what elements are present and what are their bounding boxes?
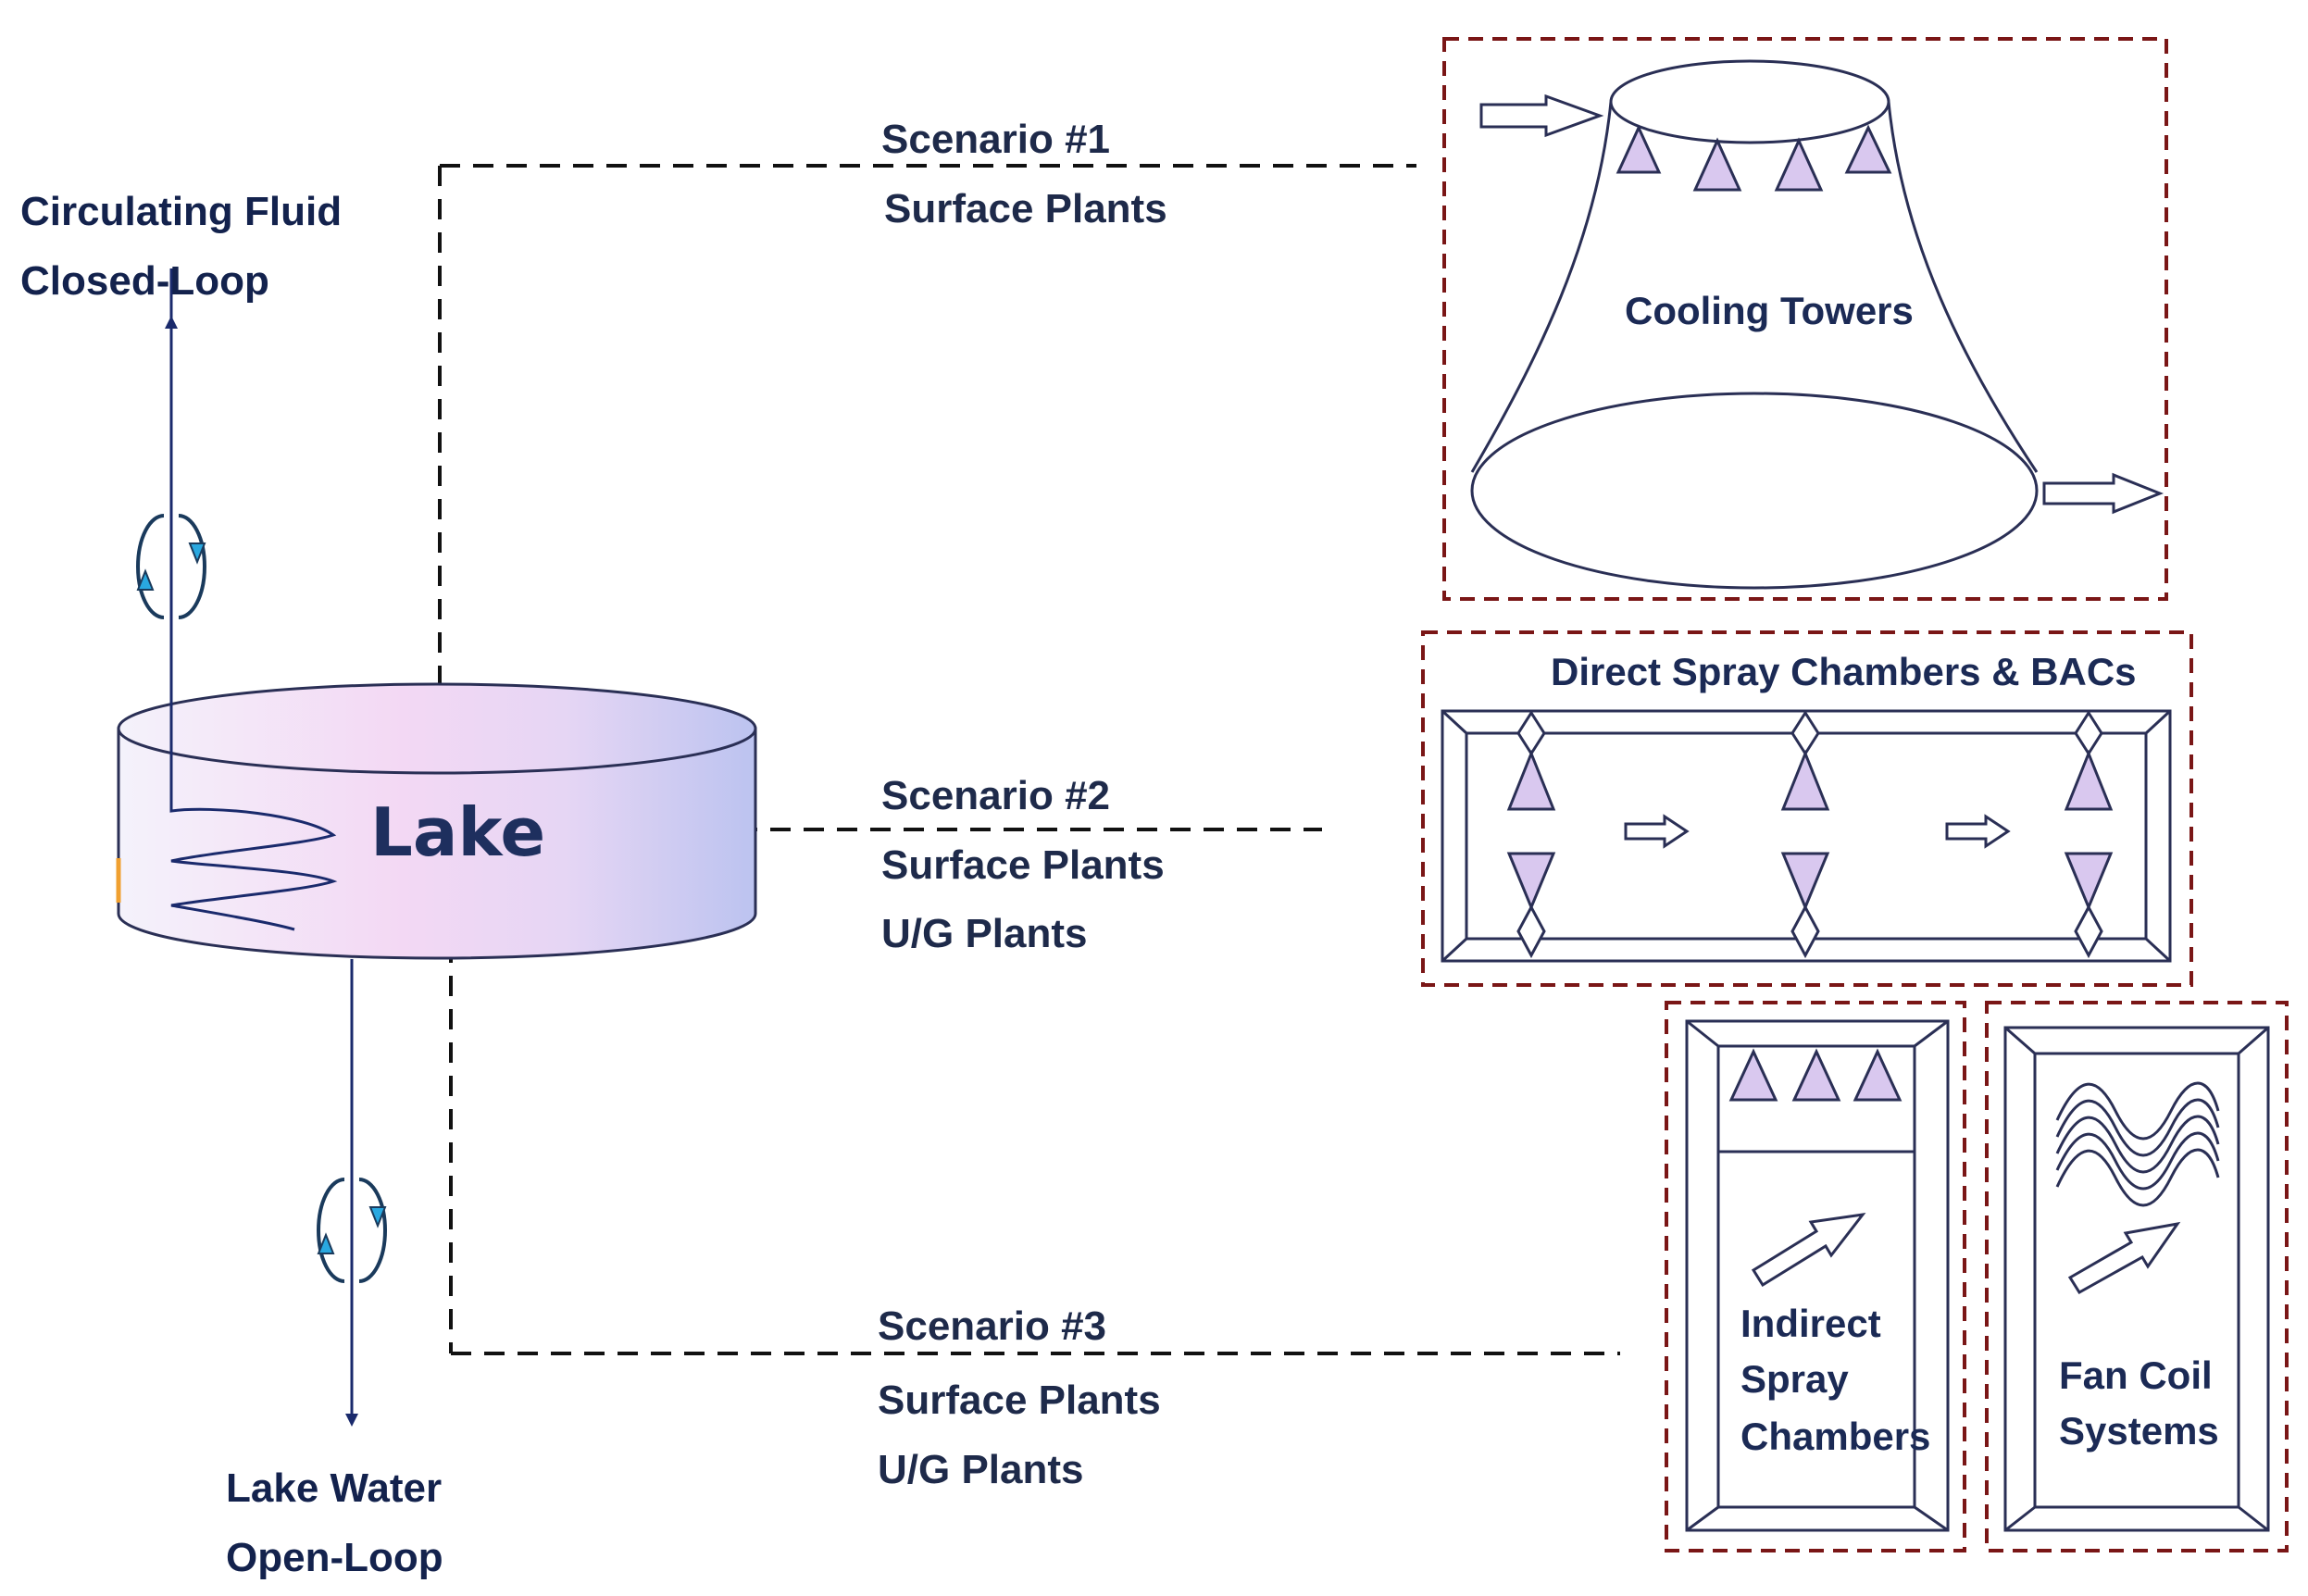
open-loop-label: Open-Loop bbox=[226, 1535, 443, 1580]
cooling-towers-box: Cooling Towers bbox=[1442, 37, 2168, 601]
spray-nozzle-icon bbox=[1791, 1048, 1841, 1102]
scenario1-line1: Surface Plants bbox=[884, 186, 1167, 231]
scenario3-line2: U/G Plants bbox=[878, 1447, 1084, 1492]
spray-nozzle-icon bbox=[1844, 124, 1892, 174]
flow-arrow-icon bbox=[1945, 814, 2011, 849]
indirect-label-line1: Indirect bbox=[1740, 1302, 1881, 1345]
spray-nozzle-icon bbox=[1506, 710, 1556, 959]
coil-wave-icon bbox=[2055, 1081, 2220, 1207]
lake-water-label: Lake Water bbox=[226, 1465, 442, 1511]
lake-cylinder: Lake bbox=[116, 268, 757, 960]
spray-nozzle-icon bbox=[1780, 710, 1830, 959]
scenario3-connector bbox=[449, 942, 1620, 1355]
scenario2-line2: U/G Plants bbox=[881, 911, 1088, 956]
spray-nozzle-icon bbox=[1692, 137, 1742, 192]
spray-nozzle-icon bbox=[2064, 710, 2114, 959]
direct-spray-box: Direct Spray Chambers & BACs bbox=[1421, 630, 2193, 987]
indirect-spray-box: Indirect Spray Chambers bbox=[1665, 1001, 1966, 1552]
scenario1-title: Scenario #1 bbox=[881, 117, 1110, 162]
direct-spray-label: Direct Spray Chambers & BACs bbox=[1551, 650, 2137, 693]
scenario3-title: Scenario #3 bbox=[878, 1303, 1106, 1349]
indirect-label-line3: Chambers bbox=[1740, 1415, 1930, 1458]
cycle-arrow-icon bbox=[136, 514, 206, 619]
fancoil-label-line2: Systems bbox=[2059, 1409, 2219, 1453]
cycle-arrow-icon bbox=[317, 1178, 387, 1283]
cooling-towers-label: Cooling Towers bbox=[1625, 289, 1914, 332]
airflow-arrow-icon bbox=[1751, 1212, 1866, 1288]
spray-nozzle-icon bbox=[1728, 1048, 1778, 1102]
fan-coil-box: Fan Coil Systems bbox=[1985, 1001, 2289, 1552]
scenario2-line1: Surface Plants bbox=[881, 842, 1165, 888]
flow-arrow-icon bbox=[1479, 94, 1604, 138]
flow-arrow-icon bbox=[2042, 472, 2165, 515]
spray-nozzle-icon bbox=[1774, 137, 1824, 192]
lake-label: Lake bbox=[370, 793, 545, 871]
scenario1-connector bbox=[438, 164, 1416, 704]
scenario3-line1: Surface Plants bbox=[878, 1378, 1161, 1423]
coil-loop bbox=[169, 268, 338, 931]
spray-nozzle-icon bbox=[1616, 124, 1662, 174]
indirect-label-line2: Spray bbox=[1740, 1357, 1849, 1401]
fancoil-label-line1: Fan Coil bbox=[2059, 1353, 2213, 1397]
spray-nozzle-icon bbox=[1853, 1048, 1903, 1102]
circulating-fluid-label: Circulating Fluid bbox=[20, 189, 342, 234]
scenario2-title: Scenario #2 bbox=[881, 773, 1110, 818]
flow-arrow-icon bbox=[1624, 814, 1690, 849]
closed-loop-label: Closed-Loop bbox=[20, 258, 269, 304]
airflow-arrow-icon bbox=[2067, 1221, 2181, 1295]
